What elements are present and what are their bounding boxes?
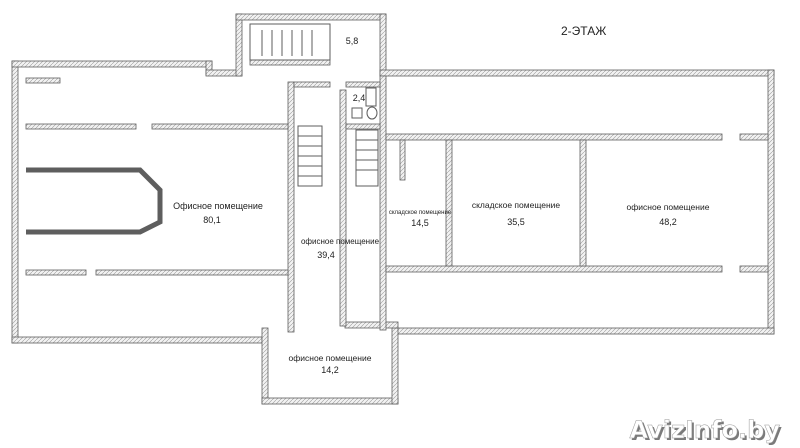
watermark-text: AvizInfo.by <box>630 416 781 444</box>
wall-wc-bottom <box>345 123 381 130</box>
wall-left-inner-2 <box>151 123 289 130</box>
stairs <box>249 23 379 187</box>
wall-left-inner-1 <box>25 123 137 130</box>
room-office-39-area: 39,4 <box>317 250 335 260</box>
room-office-14-name: офисное помещение <box>289 353 372 363</box>
wall-outer-top-left <box>11 60 213 68</box>
wall-bottom-box-bottom <box>261 397 399 405</box>
stair-top-box <box>249 23 331 61</box>
wall-right-inner-bottom <box>385 265 723 273</box>
wall-bottom-box-left <box>261 327 269 405</box>
wall-corridor-left <box>287 81 295 333</box>
wall-bottom-box-right <box>391 327 399 405</box>
room-storage-35-area: 35,5 <box>507 217 525 227</box>
wall-left-inner-top <box>25 77 61 84</box>
wall-partition-1 <box>445 139 453 267</box>
wall-wc-top <box>345 81 381 88</box>
room-office-80-area: 80,1 <box>203 215 221 225</box>
room-storage-14-area: 14,5 <box>411 218 429 228</box>
room-office-39-name: офисное помещение <box>301 237 380 246</box>
wall-partition-small <box>399 139 406 181</box>
room-office-48-area: 48,2 <box>659 217 677 227</box>
bay-window-outline <box>26 167 163 235</box>
wall-bottom-box-top <box>344 321 399 329</box>
wall-stair-bottom <box>249 59 331 66</box>
wall-stair-top <box>235 13 387 21</box>
room-office-48-name: офисное помещение <box>627 202 710 212</box>
walls <box>11 13 775 405</box>
wall-stair-right <box>379 13 387 77</box>
room-office-80-name: Офисное помещение <box>173 201 263 211</box>
wall-core-right <box>379 75 387 331</box>
wall-outer-left <box>11 60 19 344</box>
floor-title: 2-ЭТАЖ <box>561 24 606 38</box>
room-stair-area: 5,8 <box>346 36 359 46</box>
shower <box>365 87 377 107</box>
wc-fixtures <box>351 87 378 120</box>
wall-outer-bottom-left <box>11 336 263 344</box>
wall-outer-right <box>767 69 775 335</box>
room-storage-35-name: складское помещение <box>472 200 561 210</box>
watermark-shadow: AvizInfo.by <box>632 418 783 446</box>
room-office-14-area: 14,2 <box>321 365 339 375</box>
wall-left-inner-4 <box>95 269 289 276</box>
wall-outer-top-right <box>379 69 775 77</box>
wall-right-inner-top <box>385 133 723 141</box>
toilet <box>366 106 378 120</box>
wall-right-inner-top-end <box>739 133 769 141</box>
room-wc-area: 2,4 <box>353 93 366 103</box>
wall-outer-bottom-right <box>394 327 775 335</box>
wall-left-inner-3 <box>25 269 87 276</box>
room-storage-14-name: складское помещение <box>389 210 452 216</box>
wall-stair-left <box>235 13 243 77</box>
wall-corridor-top <box>293 81 331 88</box>
wall-right-inner-bottom-end <box>739 265 769 273</box>
stair-corridor-right <box>355 129 379 187</box>
wall-partition-2 <box>579 139 587 267</box>
sink <box>351 107 363 119</box>
wall-corridor-right <box>339 89 347 327</box>
